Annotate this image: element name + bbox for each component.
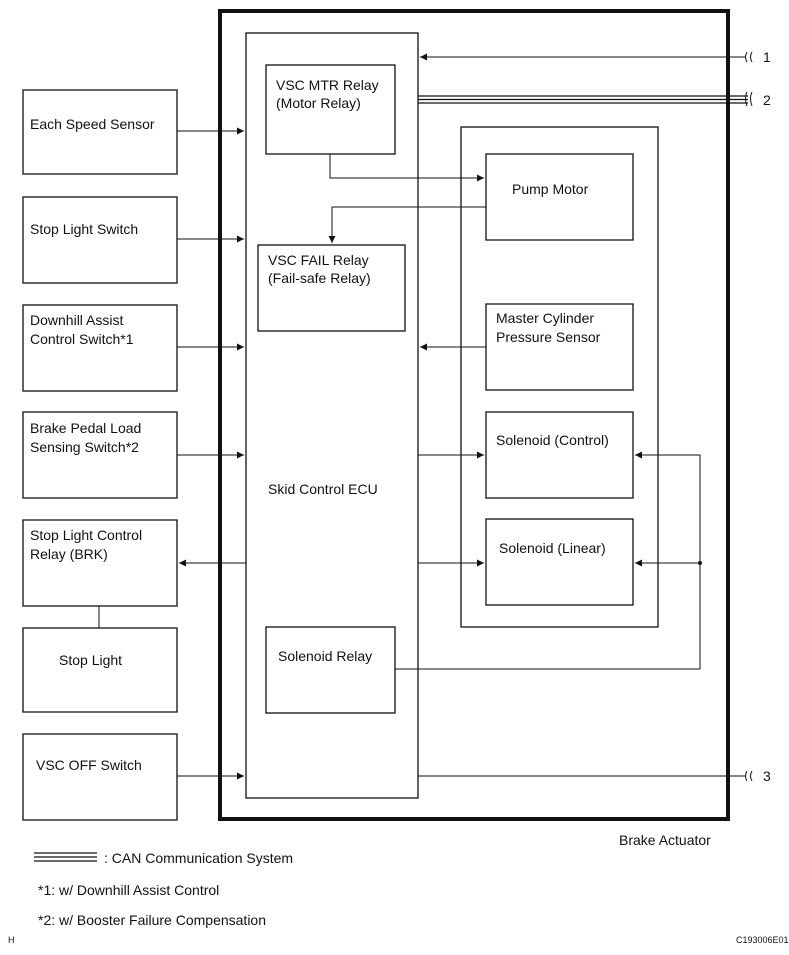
solenoid-relay-label: Solenoid Relay	[278, 648, 372, 664]
pump-to-fail-relay-arrow	[328, 206, 486, 243]
vsc-off-switch-label: VSC OFF Switch	[36, 757, 142, 773]
stop-light-label: Stop Light	[59, 652, 122, 668]
can-legend-text: : CAN Communication System	[104, 850, 293, 866]
terminal-3-break	[745, 770, 753, 782]
terminal-3-label: 3	[763, 768, 771, 784]
junction-dot	[698, 561, 702, 565]
terminal-1-label: 1	[763, 49, 771, 65]
corner-left-mark: H	[8, 935, 15, 945]
each-speed-sensor-label: Each Speed Sensor	[30, 116, 155, 132]
terminal-2-label: 2	[763, 92, 771, 108]
mtr-relay-to-pump-arrow	[329, 154, 484, 182]
downhill-assist-switch-box	[22, 304, 178, 392]
vsc-fail-relay-label-1: VSC FAIL Relay	[268, 252, 369, 268]
master-cylinder-sensor-box	[485, 303, 634, 391]
master-cylinder-label-1: Master Cylinder	[496, 310, 594, 326]
skid-control-ecu-label: Skid Control ECU	[268, 481, 378, 497]
corner-right-code: C193006E01	[736, 935, 789, 945]
brake-actuator-frame	[218, 9, 730, 821]
terminal-2-break	[745, 91, 753, 107]
vsc-mtr-relay-label-2: (Motor Relay)	[276, 95, 361, 111]
pump-motor-label: Pump Motor	[512, 181, 589, 197]
stop-light-switch-label: Stop Light Switch	[30, 221, 138, 237]
downhill-assist-label-1: Downhill Assist	[30, 312, 123, 328]
brake-actuator-label: Brake Actuator	[619, 832, 711, 848]
vsc-mtr-relay-box	[265, 64, 396, 155]
brake-pedal-label-1: Brake Pedal Load	[30, 420, 141, 436]
solenoid-control-label: Solenoid (Control)	[496, 432, 609, 448]
solenoid-linear-label: Solenoid (Linear)	[499, 540, 606, 556]
each-speed-sensor-box	[22, 89, 178, 175]
stop-light-box	[22, 627, 178, 713]
downhill-assist-label-2: Control Switch*1	[30, 331, 134, 347]
stop-light-relay-label-1: Stop Light Control	[30, 527, 142, 543]
solenoid-control-box	[485, 411, 634, 499]
vsc-fail-relay-box	[257, 244, 406, 332]
solenoid-relay-box	[265, 626, 396, 714]
footnote-1: *1: w/ Downhill Assist Control	[38, 882, 219, 898]
stop-light-control-relay-box	[22, 519, 178, 607]
vsc-off-switch-box	[22, 733, 178, 821]
vsc-fail-relay-label-2: (Fail-safe Relay)	[268, 270, 371, 286]
stop-light-relay-label-2: Relay (BRK)	[30, 546, 108, 562]
solenoid-linear-box	[485, 518, 634, 606]
pump-motor-box	[485, 153, 634, 241]
vsc-mtr-relay-label-1: VSC MTR Relay	[276, 77, 379, 93]
stop-light-switch-box	[22, 196, 178, 284]
brake-pedal-label-2: Sensing Switch*2	[30, 439, 139, 455]
master-cylinder-label-2: Pressure Sensor	[496, 329, 601, 345]
brake-pedal-load-switch-box	[22, 411, 178, 499]
terminal-1-break	[745, 51, 753, 63]
footnote-2: *2: w/ Booster Failure Compensation	[38, 912, 266, 928]
